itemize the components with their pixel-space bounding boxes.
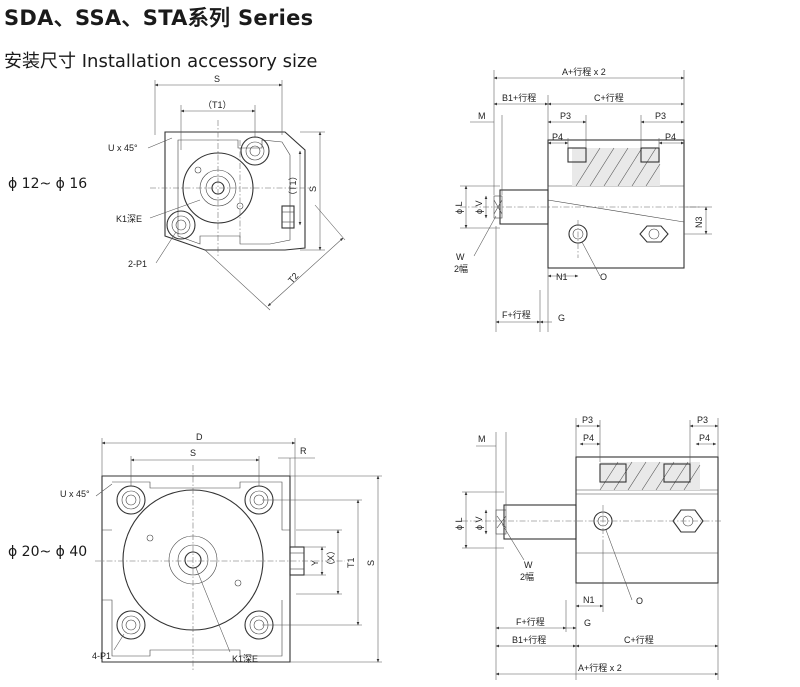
dim-p3a-small: P3: [560, 111, 571, 121]
dim-phil-large: ϕ L: [454, 517, 464, 530]
dim-phiv-small: ϕ V: [474, 200, 484, 214]
dim-t1-large: T1: [346, 557, 356, 568]
dim-p3a-large: P3: [582, 415, 593, 425]
dim-g-small: G: [558, 313, 565, 323]
front-view-large: D S R Y （X） T1 S U x 45° 4-P1: [60, 432, 382, 670]
dim-n1-small: N1: [556, 272, 568, 282]
dim-t2: T2: [286, 271, 300, 286]
dim-c-large: C+行程: [624, 634, 654, 645]
dim-s-large: S: [190, 448, 196, 458]
dim-n1-large: N1: [583, 595, 595, 605]
dim-phiv-large: ϕ V: [474, 516, 484, 530]
dim-t1-top: （T1）: [203, 100, 232, 110]
label-w-small: W: [456, 252, 465, 262]
page-title: SDA、SSA、STA系列 Series: [4, 6, 314, 30]
dim-d-large: D: [196, 432, 203, 442]
dim-g-large: G: [584, 618, 591, 628]
dim-a-small: A+行程 x 2: [562, 66, 606, 77]
range-label-large: ϕ 20~ ϕ 40: [8, 544, 88, 560]
dim-phil-small: ϕ L: [454, 201, 464, 214]
front-view-small: S （T1） （T1） S T2 U x 45° K1深E 2-P1: [108, 74, 346, 311]
dim-b1-small: B1+行程: [502, 92, 536, 103]
label-o-small: O: [600, 272, 607, 282]
dim-b1-large: B1+行程: [512, 634, 546, 645]
dim-f-small: F+行程: [502, 309, 531, 320]
range-label-small: ϕ 12~ ϕ 16: [8, 176, 88, 192]
label-u45-small: U x 45°: [108, 143, 138, 153]
dim-p4b-large: P4: [699, 433, 710, 443]
label-p1-small: 2-P1: [128, 259, 147, 269]
dim-m-large: M: [478, 434, 486, 444]
dim-r-large: R: [300, 446, 307, 456]
dim-sv-large: S: [366, 560, 376, 566]
side-view-large: P3 P3 P4 P4 M ϕ L ϕ V W 2幅 N1 O: [454, 415, 722, 680]
dim-p3b-small: P3: [655, 111, 666, 121]
dim-m-small: M: [478, 111, 486, 121]
dim-p4a-small: P4: [552, 132, 563, 142]
label-w-large: W: [524, 560, 533, 570]
dim-y-large: Y: [310, 560, 320, 566]
dim-s-vert: S: [308, 186, 318, 192]
label-k1e-large: K1深E: [232, 654, 258, 664]
dim-t1-vert: （T1）: [288, 171, 298, 200]
dim-p4b-small: P4: [665, 132, 676, 142]
dim-s-top: S: [214, 74, 220, 84]
label-w2-large: 2幅: [520, 571, 534, 582]
label-o-large: O: [636, 596, 643, 606]
label-u45-large: U x 45°: [60, 489, 90, 499]
label-w2-small: 2幅: [454, 263, 468, 274]
label-p1-large: 4-P1: [92, 651, 111, 661]
page-subtitle: 安装尺寸 Installation accessory size: [4, 51, 318, 72]
dim-f-large: F+行程: [516, 616, 545, 627]
dim-p3b-large: P3: [697, 415, 708, 425]
label-k1e-small: K1深E: [116, 214, 142, 224]
side-view-small: A+行程 x 2 B1+行程 C+行程 M P3 P3 P4 P4 ϕ L ϕ …: [454, 66, 712, 332]
dim-x-large: （X）: [326, 546, 336, 570]
dim-n3-small: N3: [694, 216, 704, 228]
dim-c-small: C+行程: [594, 92, 624, 103]
dim-a-large: A+行程 x 2: [578, 662, 622, 673]
dim-p4a-large: P4: [583, 433, 594, 443]
